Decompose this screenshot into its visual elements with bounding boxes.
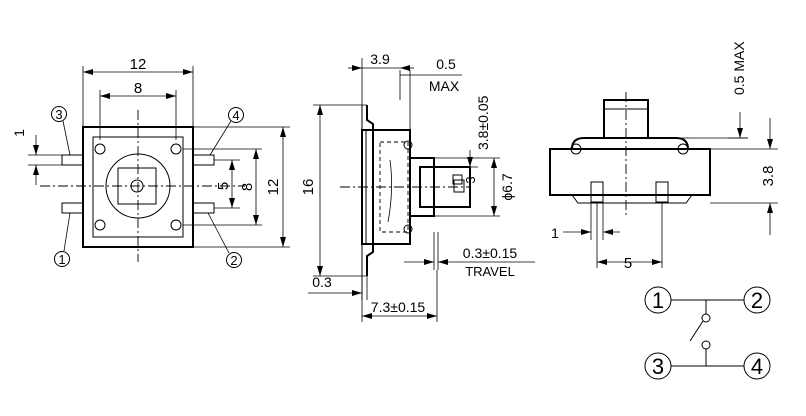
pin-label-2: 2 [230,253,237,268]
front-lead-left [590,181,604,203]
dim-front-lead-width: 1 [551,225,559,241]
dim-front-body-height: 3.8 [760,166,777,187]
dim-top-height-outer: 12 [265,179,282,196]
front-body [549,148,711,196]
terminal-4: 4 [751,354,763,379]
top-view: 12 8 5 8 12 1 3 4 1 2 [11,56,290,268]
lead-2 [192,202,215,214]
dim-top-height-inner: 8 [239,183,256,191]
dim-top-width-inner: 8 [134,80,142,97]
dim-front-top-max: 0.5 MAX [731,41,747,95]
dim-side-lead-thickness: 0.3 [312,274,332,290]
side-view: 16 3.9 0.5 MAX 3.8±0.05 3 ϕ6.7 0.3 [300,51,535,322]
dim-side-stem-box: 3 [463,176,478,183]
switch-contact-upper [701,313,711,323]
lead-1 [61,202,84,214]
dim-front-lead-pitch: 5 [624,255,632,272]
pin-label-3: 3 [55,107,62,122]
dim-top-pitch: 5 [215,182,232,190]
corner-peg [170,219,182,231]
dim-side-body-depth: 3.9 [370,51,390,67]
switch-contact-lower [701,340,711,350]
side-frame-plate [366,105,374,276]
dim-side-plunger-max-note: MAX [429,78,460,94]
dim-top-width-outer: 12 [130,56,147,73]
pin-label-1: 1 [58,252,65,267]
dim-top-lead-width: 1 [11,129,27,137]
switch-schematic: 1 2 3 4 [644,286,771,380]
dim-side-plunger-dia: ϕ6.7 [499,173,515,201]
front-cap [571,137,689,150]
terminal-2: 2 [751,288,763,313]
corner-peg [170,143,182,155]
dim-side-plunger-max: 0.5 [436,56,456,72]
top-body-outline [82,126,194,248]
dim-side-stem-square: 3.8±0.05 [475,95,491,150]
terminal-1: 1 [652,288,664,313]
corner-peg [94,143,106,155]
dim-side-travel: 0.3±0.15 [463,245,518,261]
front-view: 0.5 MAX 3.8 1 5 [549,41,778,272]
dim-side-height: 7.3±0.15 [371,299,426,315]
lead-4 [192,154,215,166]
dim-side-length: 16 [300,179,317,196]
corner-peg [94,219,106,231]
terminal-3: 3 [652,354,664,379]
dim-side-travel-note: TRAVEL [465,264,515,279]
lead-3 [61,154,84,166]
front-lead-right [655,181,669,203]
pin-label-4: 4 [232,108,239,123]
switch-lever [689,320,704,342]
